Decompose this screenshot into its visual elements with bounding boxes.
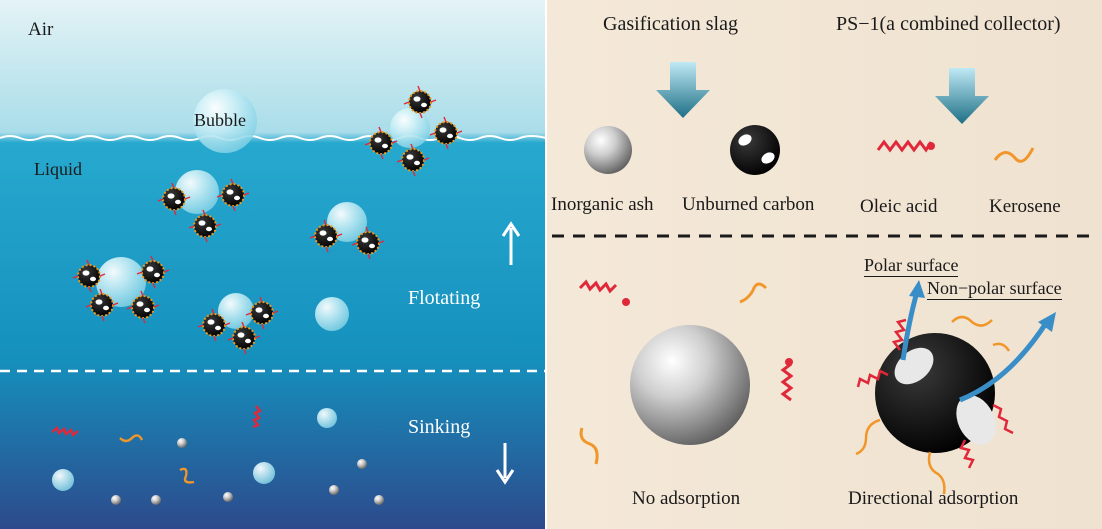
kerosene-icon [739, 282, 768, 304]
polar-surface-label: Polar surface [864, 255, 959, 277]
bubble-icon [218, 293, 254, 329]
gradient-down-arrow-icon [935, 68, 989, 124]
bubble-icon [193, 89, 257, 153]
liquid-label: Liquid [34, 159, 82, 179]
inorganic-ash-label: Inorganic ash [551, 194, 654, 215]
bubble-label: Bubble [194, 110, 246, 130]
air-label: Air [28, 19, 54, 40]
bubble-icon [175, 170, 219, 214]
kerosene-icon [579, 427, 599, 465]
down-arrow-icon [495, 443, 515, 485]
gasification-slag-label: Gasification slag [603, 13, 738, 35]
large-ash-sphere [630, 325, 750, 445]
carbon-sphere-icon [730, 125, 780, 175]
bubble-icon [317, 408, 337, 428]
oleic-acid-icon [780, 362, 794, 402]
directional-adsorption-label: Directional adsorption [848, 488, 1019, 509]
up-arrow-icon [501, 221, 521, 265]
flotating-label: Flotating [408, 287, 481, 309]
bubble-icon [52, 469, 74, 491]
kerosene-icon [179, 467, 195, 484]
oleic-acid-label: Oleic acid [860, 196, 938, 217]
bubble-icon [390, 108, 430, 148]
non-polar-surface-label: Non−polar surface [927, 278, 1062, 300]
bubble-icon [96, 257, 146, 307]
unburned-carbon-label: Unburned carbon [682, 194, 815, 215]
oleic-acid-icon [578, 279, 618, 294]
oleic-acid-icon [252, 405, 262, 429]
oleic-acid-icon [51, 426, 79, 437]
non-polar-surface-arrow [959, 312, 1056, 403]
left-panel-background [0, 0, 546, 529]
right-panel-background [546, 0, 1102, 529]
kerosene-icon [119, 434, 144, 443]
ash-sphere-icon [584, 126, 632, 174]
oleic-acid-icon [876, 139, 935, 153]
gradient-down-arrow-icon [656, 62, 710, 118]
no-adsorption-label: No adsorption [632, 488, 741, 509]
bubble-icon [315, 297, 349, 331]
ps1-label: PS−1(a combined collector) [836, 13, 1061, 35]
sinking-label: Sinking [408, 416, 471, 438]
bubble-icon [253, 462, 275, 484]
kerosene-label: Kerosene [989, 196, 1061, 217]
polar-surface-arrow [900, 280, 925, 361]
kerosene-icon [993, 147, 1035, 163]
